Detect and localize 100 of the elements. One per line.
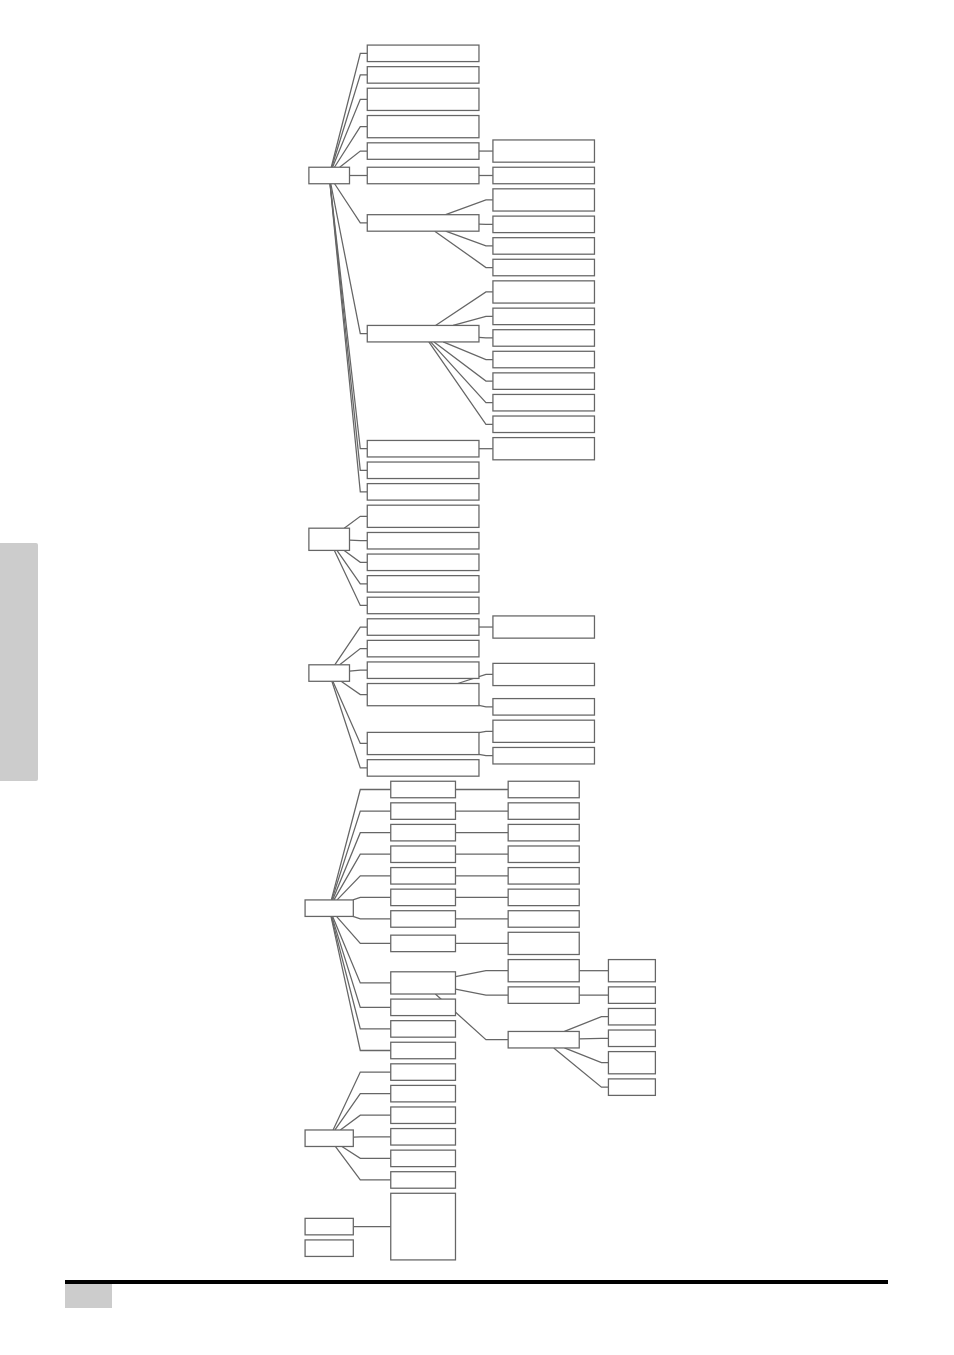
- node-box: [389, 1192, 456, 1261]
- node-box: [366, 731, 480, 756]
- node-box: [492, 436, 595, 461]
- node-box: [492, 746, 595, 765]
- node-box: [366, 596, 480, 615]
- node-box: [492, 393, 595, 412]
- node-box: [366, 142, 480, 160]
- node-box: [389, 1041, 456, 1060]
- node-box: [507, 910, 580, 928]
- node-box: [366, 531, 480, 550]
- node-box: [389, 845, 456, 864]
- node-box: [492, 415, 595, 434]
- node-box: [492, 615, 595, 639]
- node-box: [492, 329, 595, 347]
- node-box: [366, 87, 480, 112]
- connector: [331, 680, 368, 769]
- node-box: [308, 166, 350, 185]
- connector: [340, 680, 368, 696]
- node-box: [366, 682, 480, 707]
- node-box: [389, 866, 456, 885]
- node-box: [308, 527, 350, 552]
- node-box: [366, 214, 480, 232]
- node-box: [492, 258, 595, 277]
- node-box: [492, 166, 595, 185]
- connector: [333, 549, 368, 607]
- node-box: [507, 1030, 580, 1049]
- node-box: [507, 866, 580, 885]
- node-box: [366, 66, 480, 84]
- connector: [552, 1047, 609, 1088]
- node-box: [607, 1050, 656, 1075]
- node-box: [492, 237, 595, 255]
- node-box: [366, 44, 480, 63]
- node-box: [304, 899, 354, 918]
- node-box: [366, 618, 480, 636]
- node-box: [607, 1078, 656, 1097]
- connector: [338, 150, 368, 168]
- node-box: [492, 662, 595, 687]
- node-box: [492, 719, 595, 743]
- node-box: [389, 1106, 456, 1125]
- node-box: [492, 280, 595, 304]
- connector: [330, 74, 368, 168]
- node-box: [507, 802, 580, 820]
- node-box: [507, 986, 580, 1004]
- node-box: [389, 1020, 456, 1038]
- connector: [343, 515, 368, 529]
- node-box: [507, 780, 580, 799]
- node-box: [389, 780, 456, 799]
- connector: [333, 626, 368, 666]
- connector: [343, 549, 368, 563]
- node-box: [366, 166, 480, 185]
- node-box: [366, 439, 480, 458]
- node-box: [366, 639, 480, 658]
- node-box: [366, 482, 480, 501]
- node-box: [607, 986, 656, 1004]
- node-box: [607, 1007, 656, 1026]
- node-box: [507, 823, 580, 842]
- node-box: [507, 931, 580, 956]
- node-box: [366, 759, 480, 777]
- node-box: [304, 1239, 354, 1258]
- node-box: [607, 1029, 656, 1048]
- connector: [333, 183, 368, 224]
- node-box: [389, 1171, 456, 1189]
- node-box: [389, 1084, 456, 1103]
- node-box: [308, 664, 350, 682]
- node-box: [389, 998, 456, 1017]
- node-box: [492, 215, 595, 234]
- node-box: [366, 324, 480, 343]
- node-box: [507, 888, 580, 907]
- node-box: [607, 958, 656, 983]
- node-box: [389, 823, 456, 842]
- node-box: [492, 372, 595, 390]
- node-box: [304, 1217, 354, 1236]
- connector: [336, 549, 368, 585]
- node-box: [389, 1063, 456, 1081]
- node-box: [304, 1129, 354, 1148]
- connector: [331, 680, 368, 745]
- node-box: [389, 1149, 456, 1168]
- node-box: [366, 575, 480, 593]
- node-box: [492, 697, 595, 716]
- node-box: [366, 504, 480, 529]
- node-box: [492, 139, 595, 163]
- node-box: [389, 888, 456, 907]
- node-box: [507, 958, 580, 983]
- connector: [333, 126, 368, 168]
- node-box: [366, 114, 480, 139]
- node-box: [366, 461, 480, 480]
- node-box: [492, 307, 595, 326]
- node-box: [389, 971, 456, 995]
- node-box: [492, 188, 595, 212]
- connector: [338, 647, 368, 666]
- node-box: [389, 1127, 456, 1146]
- node-box: [507, 845, 580, 864]
- node-box: [389, 934, 456, 953]
- connector: [331, 98, 368, 168]
- connector: [330, 52, 368, 168]
- node-box: [389, 802, 456, 820]
- connector: [563, 1016, 609, 1033]
- node-box: [366, 661, 480, 680]
- node-box: [366, 553, 480, 572]
- node-box: [492, 350, 595, 369]
